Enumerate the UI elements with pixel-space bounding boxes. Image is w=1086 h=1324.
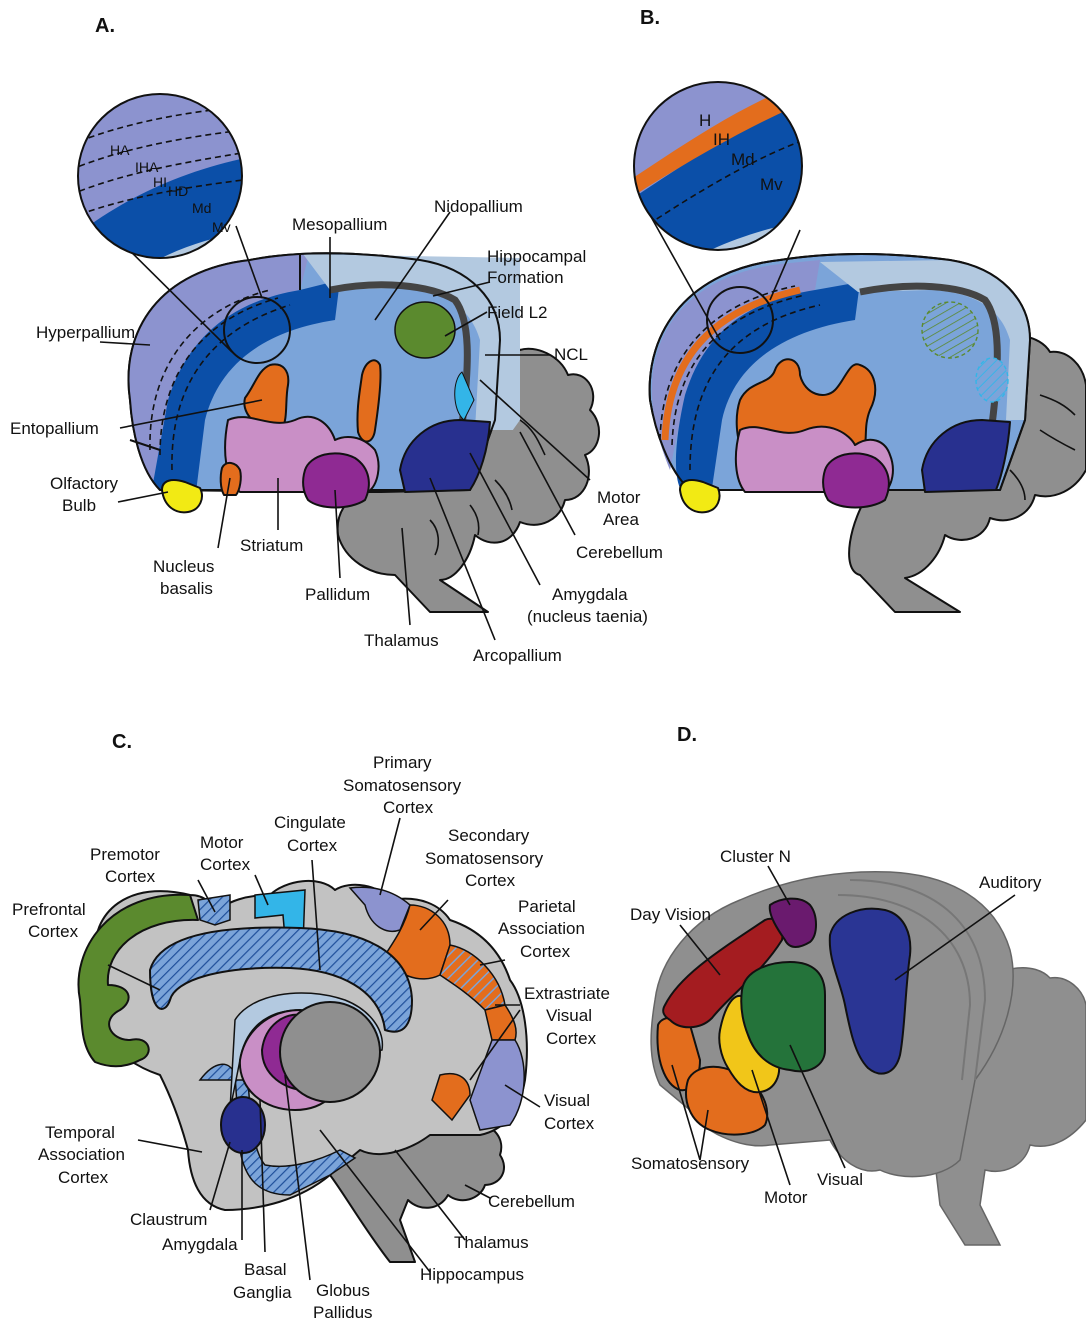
label-c-prefrontal-2: Cortex [28, 922, 79, 941]
thalamus-c [280, 1002, 380, 1102]
label-c-visual-1: Visual [544, 1091, 590, 1110]
label-cerebellum-a: Cerebellum [576, 543, 663, 562]
label-c-parietal-3: Cortex [520, 942, 571, 961]
label-nucleus-basalis-1: Nucleus [153, 557, 214, 576]
inset-a-hd: HD [168, 183, 188, 199]
inset-a-iha: IHA [135, 159, 159, 175]
label-c-secondary-1: Secondary [448, 826, 530, 845]
label-pallidum: Pallidum [305, 585, 370, 604]
label-hyperpallium: Hyperpallium [36, 323, 135, 342]
inset-b-ih: IH [713, 130, 730, 149]
label-c-premotor-2: Cortex [105, 867, 156, 886]
label-entopallium: Entopallium [10, 419, 99, 438]
label-c-thalamus: Thalamus [454, 1233, 529, 1252]
inset-b-mv: Mv [760, 175, 783, 194]
label-olfactory-2: Bulb [62, 496, 96, 515]
label-c-secondary-2: Somatosensory [425, 849, 544, 868]
label-c-parietal-1: Parietal [518, 897, 576, 916]
panel-b-letter: B. [640, 7, 660, 29]
label-d-cluster-n: Cluster N [720, 847, 791, 866]
label-nidopallium: Nidopallium [434, 197, 523, 216]
label-c-cerebellum: Cerebellum [488, 1192, 575, 1211]
label-c-parietal-2: Association [498, 919, 585, 938]
label-c-premotor-1: Premotor [90, 845, 160, 864]
label-hippocampal-1: Hippocampal [487, 247, 586, 266]
inset-a-md: Md [192, 200, 211, 216]
label-c-temporal-1: Temporal [45, 1123, 115, 1142]
inset-b-md: Md [731, 150, 755, 169]
label-c-extrastriate-2: Visual [546, 1006, 592, 1025]
label-c-motor-1: Motor [200, 833, 244, 852]
inset-a-ha: HA [110, 142, 130, 158]
label-c-motor-2: Cortex [200, 855, 251, 874]
label-amygdala-1: Amygdala [552, 585, 628, 604]
label-c-prefrontal-1: Prefrontal [12, 900, 86, 919]
label-c-globus-1: Globus [316, 1281, 370, 1300]
label-c-primary-1: Primary [373, 753, 432, 772]
label-motor-1: Motor [597, 488, 641, 507]
panel-b: B. H IH [630, 7, 1086, 612]
field-l2-a [395, 302, 455, 358]
inset-a-mv: Mv [212, 219, 231, 235]
label-ncl: NCL [554, 345, 588, 364]
label-c-hippocampus: Hippocampus [420, 1265, 524, 1284]
label-c-basal-2: Ganglia [233, 1283, 292, 1302]
label-c-visual-2: Cortex [544, 1114, 595, 1133]
label-arcopallium: Arcopallium [473, 646, 562, 665]
label-c-basal-1: Basal [244, 1260, 287, 1279]
inset-b-h: H [699, 111, 711, 130]
nucleus-basalis-a [221, 463, 241, 495]
field-l2-b [922, 302, 978, 358]
label-motor-2: Area [603, 510, 639, 529]
label-striatum: Striatum [240, 536, 303, 555]
panel-d: D. Cluster N Day Vision Auditory Somatos… [630, 724, 1086, 1245]
label-c-cingulate-1: Cingulate [274, 813, 346, 832]
label-mesopallium: Mesopallium [292, 215, 387, 234]
label-c-extrastriate-3: Cortex [546, 1029, 597, 1048]
panel-d-letter: D. [677, 724, 697, 746]
label-amygdala-2: (nucleus taenia) [527, 607, 648, 626]
pallidum-b [823, 453, 889, 507]
label-d-auditory: Auditory [979, 873, 1042, 892]
label-d-motor: Motor [764, 1188, 808, 1207]
label-olfactory-1: Olfactory [50, 474, 119, 493]
label-c-extrastriate-1: Extrastriate [524, 984, 610, 1003]
ncl-b [976, 358, 1008, 402]
label-d-day-vision: Day Vision [630, 905, 711, 924]
label-c-secondary-3: Cortex [465, 871, 516, 890]
label-d-somatosensory: Somatosensory [631, 1154, 750, 1173]
label-c-temporal-2: Association [38, 1145, 125, 1164]
label-c-temporal-3: Cortex [58, 1168, 109, 1187]
panel-c-letter: C. [112, 731, 132, 753]
label-c-globus-2: Pallidus [313, 1303, 373, 1322]
label-c-primary-2: Somatosensory [343, 776, 462, 795]
label-c-primary-3: Cortex [383, 798, 434, 817]
label-c-claustrum: Claustrum [130, 1210, 207, 1229]
label-nucleus-basalis-2: basalis [160, 579, 213, 598]
panel-a: A. [10, 15, 663, 665]
panel-c: C. Primary Som [12, 731, 610, 1322]
inset-a-hi: HI [153, 174, 167, 190]
amygdala-c [221, 1097, 265, 1153]
label-field-l2: Field L2 [487, 303, 547, 322]
label-hippocampal-2: Formation [487, 268, 564, 287]
label-c-amygdala: Amygdala [162, 1235, 238, 1254]
label-d-visual: Visual [817, 1170, 863, 1189]
label-c-cingulate-2: Cortex [287, 836, 338, 855]
panel-a-letter: A. [95, 15, 115, 37]
label-thalamus: Thalamus [364, 631, 439, 650]
